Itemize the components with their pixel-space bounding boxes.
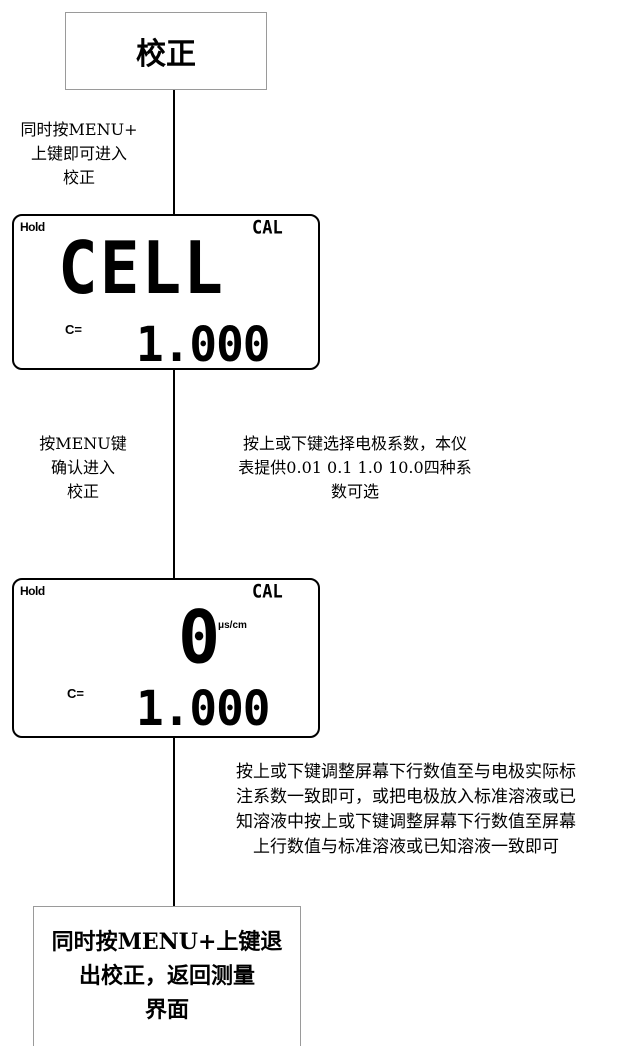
step3-note-line: 按上或下键调整屏幕下行数值至与电极实际标 [236, 762, 576, 782]
step2-note-left: 按MENU键 确认进入 校正 [28, 432, 138, 504]
step2-note-left-line: 校正 [66, 482, 99, 501]
step2-note-right-line: 数可选 [330, 482, 379, 501]
step1-note: 同时按MENU+ 上键即可进入 校正 [4, 118, 154, 190]
step2-note-left-line: 确认进入 [50, 458, 115, 477]
step3-note-line: 上行数值与标准溶液或已知溶液一致即可 [253, 837, 559, 857]
step2-note-right-line: 按上或下键选择电极系数，本仪 [242, 434, 467, 453]
end-box-text: 同时按MENU+上键退 出校正，返回测量 界面 [52, 925, 283, 1027]
end-box-line: 同时按MENU+上键退 [51, 929, 283, 955]
cell-constant-value: 1.000 [136, 316, 270, 373]
hold-indicator: Hold [20, 220, 45, 234]
hold-indicator: Hold [20, 584, 45, 598]
unit-label: μs/cm [218, 620, 247, 631]
start-label: 校正 [136, 37, 196, 72]
cal-indicator: CAL [252, 217, 283, 239]
step3-note: 按上或下键调整屏幕下行数值至与电极实际标 注系数一致即可，或把电极放入标准溶液或… [190, 760, 622, 860]
cell-constant-label: C= [65, 322, 82, 337]
end-box-line: 界面 [144, 997, 189, 1023]
cell-constant-value: 1.000 [136, 680, 270, 737]
end-box-line: 出校正，返回测量 [78, 963, 255, 989]
step1-note-line: 校正 [62, 168, 95, 187]
cell-constant-label: C= [67, 686, 84, 701]
cal-indicator: CAL [252, 581, 283, 603]
step2-note-right: 按上或下键选择电极系数，本仪 表提供0.01 0.1 1.0 10.0四种系 数… [190, 432, 520, 504]
end-box: 同时按MENU+上键退 出校正，返回测量 界面 [33, 906, 301, 1046]
connector-line-1 [173, 88, 175, 214]
lcd-main-reading: CELL [58, 226, 225, 311]
lcd-main-reading: 0 [178, 594, 221, 681]
connector-line-2 [173, 370, 175, 578]
step2-note-left-line: 按MENU键 [39, 434, 127, 453]
step1-note-line: 上键即可进入 [30, 144, 127, 163]
step1-note-line: 同时按MENU+ [20, 120, 138, 139]
step3-note-line: 注系数一致即可，或把电极放入标准溶液或已 [236, 787, 576, 807]
lcd-screen-calibration: Hold CAL 0 μs/cm C= 1.000 [12, 578, 320, 738]
connector-line-3 [173, 738, 175, 906]
step2-note-right-line: 表提供0.01 0.1 1.0 10.0四种系 [238, 458, 472, 477]
step3-note-line: 知溶液中按上或下键调整屏幕下行数值至屏幕 [236, 812, 576, 832]
start-box: 校正 [65, 12, 267, 90]
lcd-screen-cell: Hold CAL CELL C= 1.000 [12, 214, 320, 373]
